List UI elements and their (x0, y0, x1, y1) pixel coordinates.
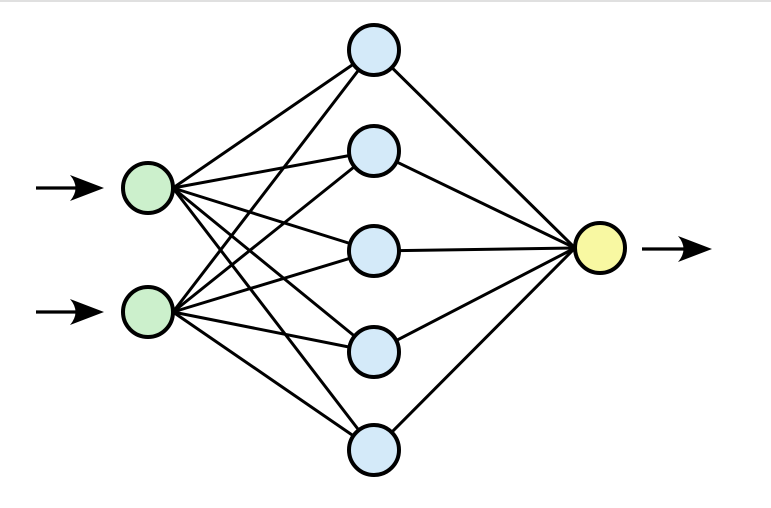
input-2-node (121, 285, 175, 339)
top-divider-line (0, 0, 771, 2)
edge-hidden-5-to-output-1 (372, 246, 577, 452)
edge-hidden-2-to-output-1 (373, 149, 576, 250)
hidden-3-node (347, 224, 401, 278)
edge-input-1-to-hidden-4 (172, 186, 375, 354)
input-arrow-2 (36, 299, 104, 325)
edge-hidden-3-to-output-1 (373, 246, 576, 253)
edge-input-1-to-hidden-2 (172, 149, 375, 190)
edge-input-1-to-hidden-3 (172, 186, 375, 253)
edge-hidden-1-to-output-1 (372, 48, 577, 250)
hidden-1-node (347, 23, 401, 77)
edge-input-2-to-hidden-4 (172, 310, 375, 354)
edge-hidden-4-to-output-1 (373, 246, 576, 354)
connection-edges (171, 48, 577, 452)
hidden-4-node (347, 325, 401, 379)
edge-input-1-to-hidden-5 (171, 187, 376, 451)
edge-input-2-to-hidden-1 (171, 49, 376, 313)
edge-input-2-to-hidden-5 (172, 310, 375, 452)
output-arrow-head-icon (678, 236, 712, 262)
output-1-node (573, 221, 627, 275)
io-arrows (36, 175, 712, 325)
hidden-2-node (347, 124, 401, 178)
input-arrow-1 (36, 175, 104, 201)
input-arrow-1-head-icon (70, 175, 104, 201)
network-nodes (121, 23, 627, 477)
output-arrow (642, 236, 712, 262)
input-arrow-2-head-icon (70, 299, 104, 325)
edge-input-2-to-hidden-2 (172, 149, 375, 314)
edge-input-1-to-hidden-1 (172, 48, 375, 190)
input-1-node (121, 161, 175, 215)
hidden-5-node (347, 423, 401, 477)
edge-input-2-to-hidden-3 (172, 249, 375, 314)
